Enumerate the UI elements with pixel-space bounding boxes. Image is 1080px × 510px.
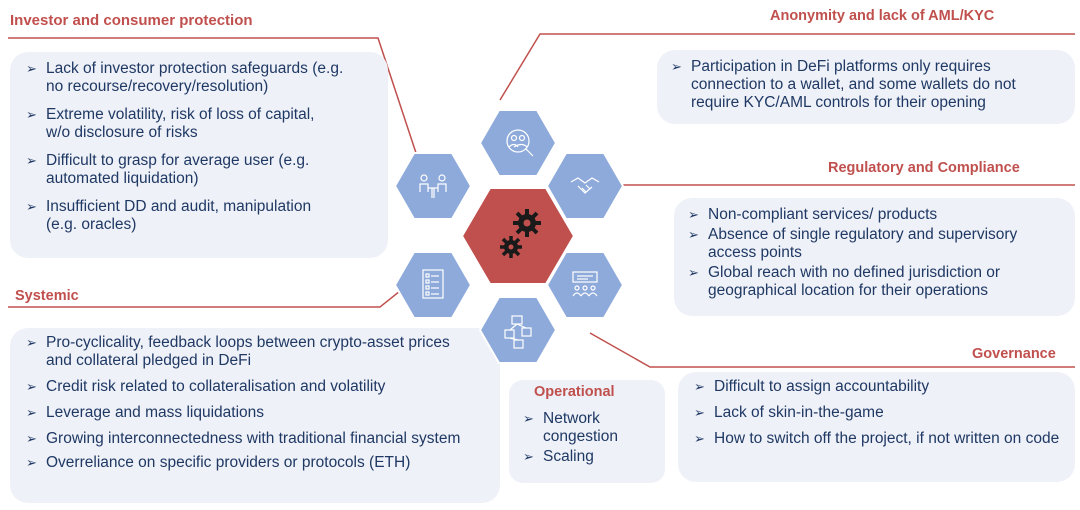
list-item: Difficult to assign accountability	[694, 378, 1065, 396]
list-item: Non-compliant services/ products	[688, 206, 1065, 224]
heading-regulatory: Regulatory and Compliance	[828, 160, 1020, 176]
hex-center	[460, 187, 576, 285]
list-item: Absence of single regulatory and supervi…	[688, 226, 1065, 262]
hex-investor	[393, 152, 473, 220]
search-people-icon	[506, 129, 534, 157]
list-item: Global reach with no defined jurisdictio…	[688, 264, 1065, 300]
hex-anonymity	[478, 109, 558, 177]
list-item: Pro-cyclicality, feedback loops between …	[26, 334, 476, 370]
meeting-icon	[419, 174, 447, 198]
list-item: Credit risk related to collateralisation…	[26, 378, 490, 396]
list-item: Difficult to grasp for average user (e.g…	[26, 152, 376, 188]
list-item: Lack of skin-in-the-game	[694, 404, 1065, 422]
heading-systemic: Systemic	[15, 288, 79, 304]
list-item: Overreliance on specific providers or pr…	[26, 454, 490, 472]
list-item: Lack of investor protection safeguards (…	[26, 60, 346, 96]
network-icon	[504, 315, 532, 349]
anonymity-box: Participation in DeFi platforms only req…	[657, 50, 1075, 124]
regulatory-box: Non-compliant services/ products Absence…	[674, 198, 1075, 316]
heading-governance: Governance	[972, 346, 1056, 362]
list-item: How to switch off the project, if not wr…	[694, 430, 1074, 448]
list-item: Scaling	[523, 448, 657, 466]
governance-box: Difficult to assign accountability Lack …	[678, 372, 1075, 482]
list-item: Extreme volatility, risk of loss of capi…	[26, 106, 336, 142]
investor-box: Lack of investor protection safeguards (…	[10, 52, 388, 258]
heading-operational: Operational	[534, 384, 615, 400]
hex-governance	[545, 251, 625, 319]
hex-systemic	[393, 251, 473, 319]
list-item: Growing interconnectedness with traditio…	[26, 430, 486, 448]
presentation-icon	[572, 271, 598, 297]
hex-regulatory	[545, 152, 625, 220]
list-item: Participation in DeFi platforms only req…	[671, 58, 1063, 112]
handshake-icon	[570, 177, 600, 194]
list-item: Insufficient DD and audit, manipulation …	[26, 198, 336, 234]
systemic-box: Pro-cyclicality, feedback loops between …	[10, 328, 500, 503]
hex-operational	[478, 296, 558, 364]
list-item: Network congestion	[523, 410, 643, 446]
heading-investor: Investor and consumer protection	[10, 12, 253, 29]
checklist-icon	[422, 269, 444, 299]
list-item: Leverage and mass liquidations	[26, 404, 490, 422]
gears-icon	[500, 209, 541, 258]
heading-anonymity: Anonymity and lack of AML/KYC	[770, 8, 995, 24]
operational-box: Network congestion Scaling	[509, 380, 665, 483]
